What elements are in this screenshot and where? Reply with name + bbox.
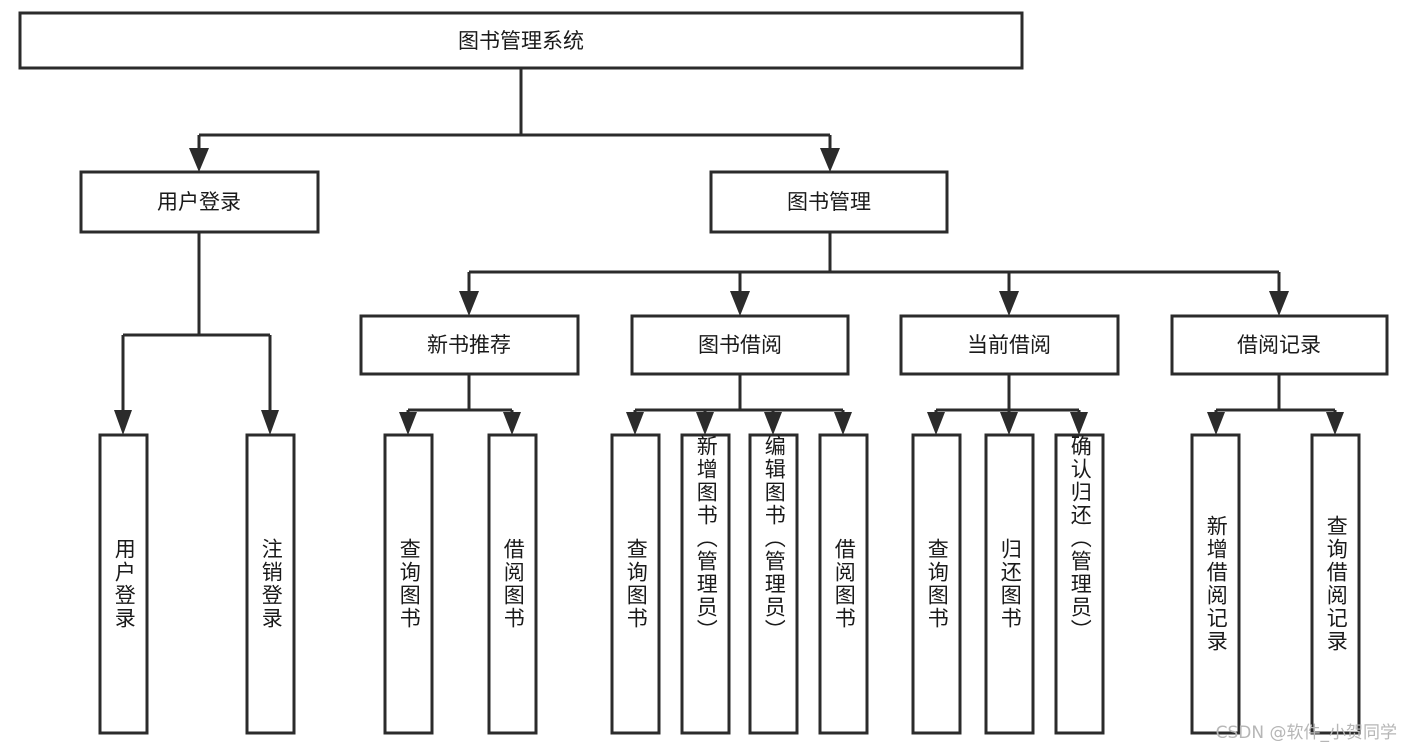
node-book-borrow-label: 图书借阅 (698, 333, 782, 357)
node-leaf-return-book-box[interactable] (984, 433, 1035, 735)
node-book-manage-label: 图书管理 (787, 190, 871, 214)
node-current-borrow-label: 当前借阅 (967, 333, 1051, 357)
node-new-book-rec-label: 新书推荐 (427, 333, 511, 357)
node-leaf-query-book-1-box[interactable] (383, 433, 434, 735)
node-leaf-edit-book-box[interactable] (748, 433, 799, 735)
connector-group-user-login (114, 232, 279, 435)
arrow-head-leaf-borrow-book-1 (503, 412, 521, 435)
node-root-box[interactable] (18, 11, 1024, 70)
node-leaf-borrow-book-1-box[interactable] (487, 433, 538, 735)
node-root[interactable]: 图书管理系统 (18, 11, 1024, 70)
arrow-head-leaf-query-record (1326, 412, 1344, 435)
node-root-label: 图书管理系统 (458, 29, 584, 53)
node-leaf-borrow-book-2-box[interactable] (818, 433, 869, 735)
node-new-book-rec[interactable]: 新书推荐 (359, 314, 580, 376)
arrow-head-leaf-logout (261, 410, 279, 435)
arrow-head-book-manage (820, 148, 840, 172)
connector-group-book-borrow (626, 374, 852, 435)
node-leaf-logout-box[interactable] (245, 433, 296, 735)
node-user-login-label: 用户登录 (157, 190, 241, 214)
watermark: CSDN @软件_小贺同学 (1215, 723, 1397, 743)
connector-group-root (189, 68, 840, 172)
connector-group-borrow-record (1207, 374, 1344, 435)
arrow-head-user-login (189, 148, 209, 172)
arrow-head-borrow-record (1269, 291, 1289, 316)
arrow-head-leaf-add-book (696, 412, 714, 435)
arrow-head-leaf-borrow-book-2 (834, 412, 852, 435)
arrow-head-leaf-edit-book (764, 412, 782, 435)
node-new-book-rec-box[interactable] (359, 314, 580, 376)
arrow-head-book-borrow (730, 291, 750, 316)
arrow-head-leaf-query-book-1 (399, 412, 417, 435)
arrow-head-new-book-rec (459, 291, 479, 316)
node-borrow-record-label: 借阅记录 (1237, 333, 1321, 357)
arrow-head-leaf-confirm-return (1070, 412, 1088, 435)
arrow-head-leaf-user-login (114, 410, 132, 435)
node-book-borrow[interactable]: 图书借阅 (630, 314, 850, 376)
arrow-head-leaf-add-record (1207, 412, 1225, 435)
connector-group-current-borrow (927, 374, 1088, 435)
node-user-login-box[interactable] (79, 170, 320, 234)
node-leaf-user-login-box[interactable] (98, 433, 149, 735)
arrow-head-leaf-query-book-2 (626, 412, 644, 435)
node-current-borrow-box[interactable] (899, 314, 1120, 376)
node-book-manage[interactable]: 图书管理 (709, 170, 949, 234)
node-leaf-add-book-box[interactable] (680, 433, 731, 735)
arrow-head-leaf-query-book-3 (927, 412, 945, 435)
node-leaf-query-record-box[interactable] (1310, 433, 1361, 735)
node-current-borrow[interactable]: 当前借阅 (899, 314, 1120, 376)
node-leaf-query-book-2-box[interactable] (610, 433, 661, 735)
node-leaf-add-record-box[interactable] (1190, 433, 1241, 735)
arrow-head-leaf-return-book (1000, 412, 1018, 435)
node-book-manage-box[interactable] (709, 170, 949, 234)
connector-group-new-book-rec (399, 374, 521, 435)
node-leaf-confirm-return-box[interactable] (1054, 433, 1105, 735)
arrow-head-current-borrow (999, 291, 1019, 316)
node-book-borrow-box[interactable] (630, 314, 850, 376)
node-leaf-query-book-3-box[interactable] (911, 433, 962, 735)
node-user-login[interactable]: 用户登录 (79, 170, 320, 234)
connector-group-book-manage (459, 232, 1289, 316)
node-borrow-record[interactable]: 借阅记录 (1170, 314, 1389, 376)
node-borrow-record-box[interactable] (1170, 314, 1389, 376)
